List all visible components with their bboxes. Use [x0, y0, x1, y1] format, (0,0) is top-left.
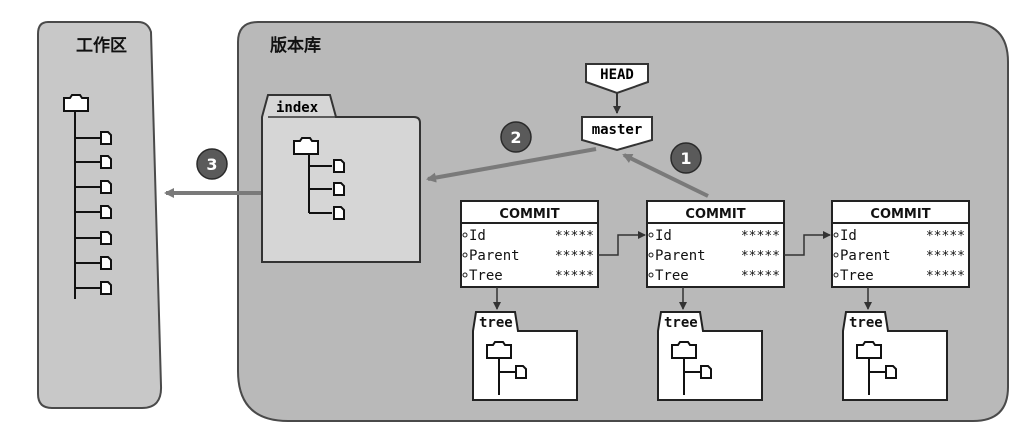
commit-field-name: Id: [469, 228, 486, 244]
index-label: index: [276, 100, 319, 116]
commit-box: COMMIT Id ***** Parent ***** Tree *****: [646, 200, 785, 288]
folder-icon: [293, 137, 319, 155]
commit-field-name: Id: [840, 228, 857, 244]
field-bullet: [462, 252, 468, 258]
tree-label: tree: [849, 315, 883, 331]
file-icon: [885, 365, 897, 379]
file-icon: [515, 365, 527, 379]
commit-box: COMMIT Id ***** Parent ***** Tree *****: [831, 200, 970, 288]
head-pointer: HEAD: [585, 63, 649, 95]
commit-field-value: *****: [926, 249, 965, 264]
commit-header: COMMIT: [685, 207, 745, 222]
commit-field-name: Parent: [655, 248, 706, 264]
file-icon: [100, 231, 112, 245]
repository-panel: 版本库: [237, 21, 1009, 422]
file-icon: [100, 205, 112, 219]
step-1-badge: 1: [670, 142, 702, 174]
commit-field-value: *****: [926, 269, 965, 284]
master-to-index-arrow: [426, 147, 597, 183]
master-branch: master: [581, 116, 653, 152]
field-bullet: [648, 232, 654, 238]
field-bullet: [833, 232, 839, 238]
parent-link-arrow: [598, 231, 646, 256]
file-icon: [100, 180, 112, 194]
workspace-panel: 工作区: [37, 21, 163, 409]
step-3-badge: 3: [196, 148, 228, 180]
commit-field-value: *****: [555, 269, 594, 284]
folder-icon: [671, 341, 697, 359]
master-label: master: [592, 122, 643, 138]
tree-box: tree: [842, 311, 948, 401]
commit-header: COMMIT: [499, 207, 559, 222]
parent-link-arrow: [784, 231, 831, 256]
commit-field-value: *****: [555, 249, 594, 264]
tree-label: tree: [664, 315, 698, 331]
commit-field-value: *****: [926, 229, 965, 244]
folder-icon: [856, 341, 882, 359]
commit-field-value: *****: [741, 229, 780, 244]
workspace-title: 工作区: [76, 35, 127, 56]
folder-icon: [63, 94, 89, 112]
commit-field-name: Parent: [469, 248, 520, 264]
commit-header: COMMIT: [870, 207, 930, 222]
commit-field-value: *****: [741, 249, 780, 264]
field-bullet: [833, 252, 839, 258]
svg-text:2: 2: [510, 128, 521, 147]
svg-text:1: 1: [680, 149, 691, 168]
commit-field-name: Tree: [655, 268, 689, 284]
commit-field-name: Tree: [840, 268, 874, 284]
field-bullet: [833, 272, 839, 278]
commit-field-name: Id: [655, 228, 672, 244]
repository-title: 版本库: [270, 35, 321, 56]
file-icon: [100, 155, 112, 169]
field-bullet: [462, 272, 468, 278]
step-2-badge: 2: [500, 121, 532, 153]
commit-box: COMMIT Id ***** Parent ***** Tree *****: [460, 200, 599, 288]
file-icon: [700, 365, 712, 379]
folder-icon: [486, 341, 512, 359]
file-icon: [100, 131, 112, 145]
field-bullet: [648, 272, 654, 278]
field-bullet: [648, 252, 654, 258]
file-icon: [333, 206, 345, 220]
commit-to-master-arrow: [622, 153, 709, 198]
field-bullet: [462, 232, 468, 238]
index-box: index: [261, 94, 421, 263]
commit-field-value: *****: [555, 229, 594, 244]
file-icon: [333, 182, 345, 196]
file-icon: [100, 256, 112, 270]
commit-field-name: Tree: [469, 268, 503, 284]
head-label: HEAD: [600, 67, 634, 83]
tree-label: tree: [479, 315, 513, 331]
file-icon: [333, 159, 345, 173]
file-icon: [100, 281, 112, 295]
svg-text:3: 3: [206, 155, 217, 174]
tree-box: tree: [472, 311, 578, 401]
tree-box: tree: [657, 311, 763, 401]
commit-field-value: *****: [741, 269, 780, 284]
commit-field-name: Parent: [840, 248, 891, 264]
